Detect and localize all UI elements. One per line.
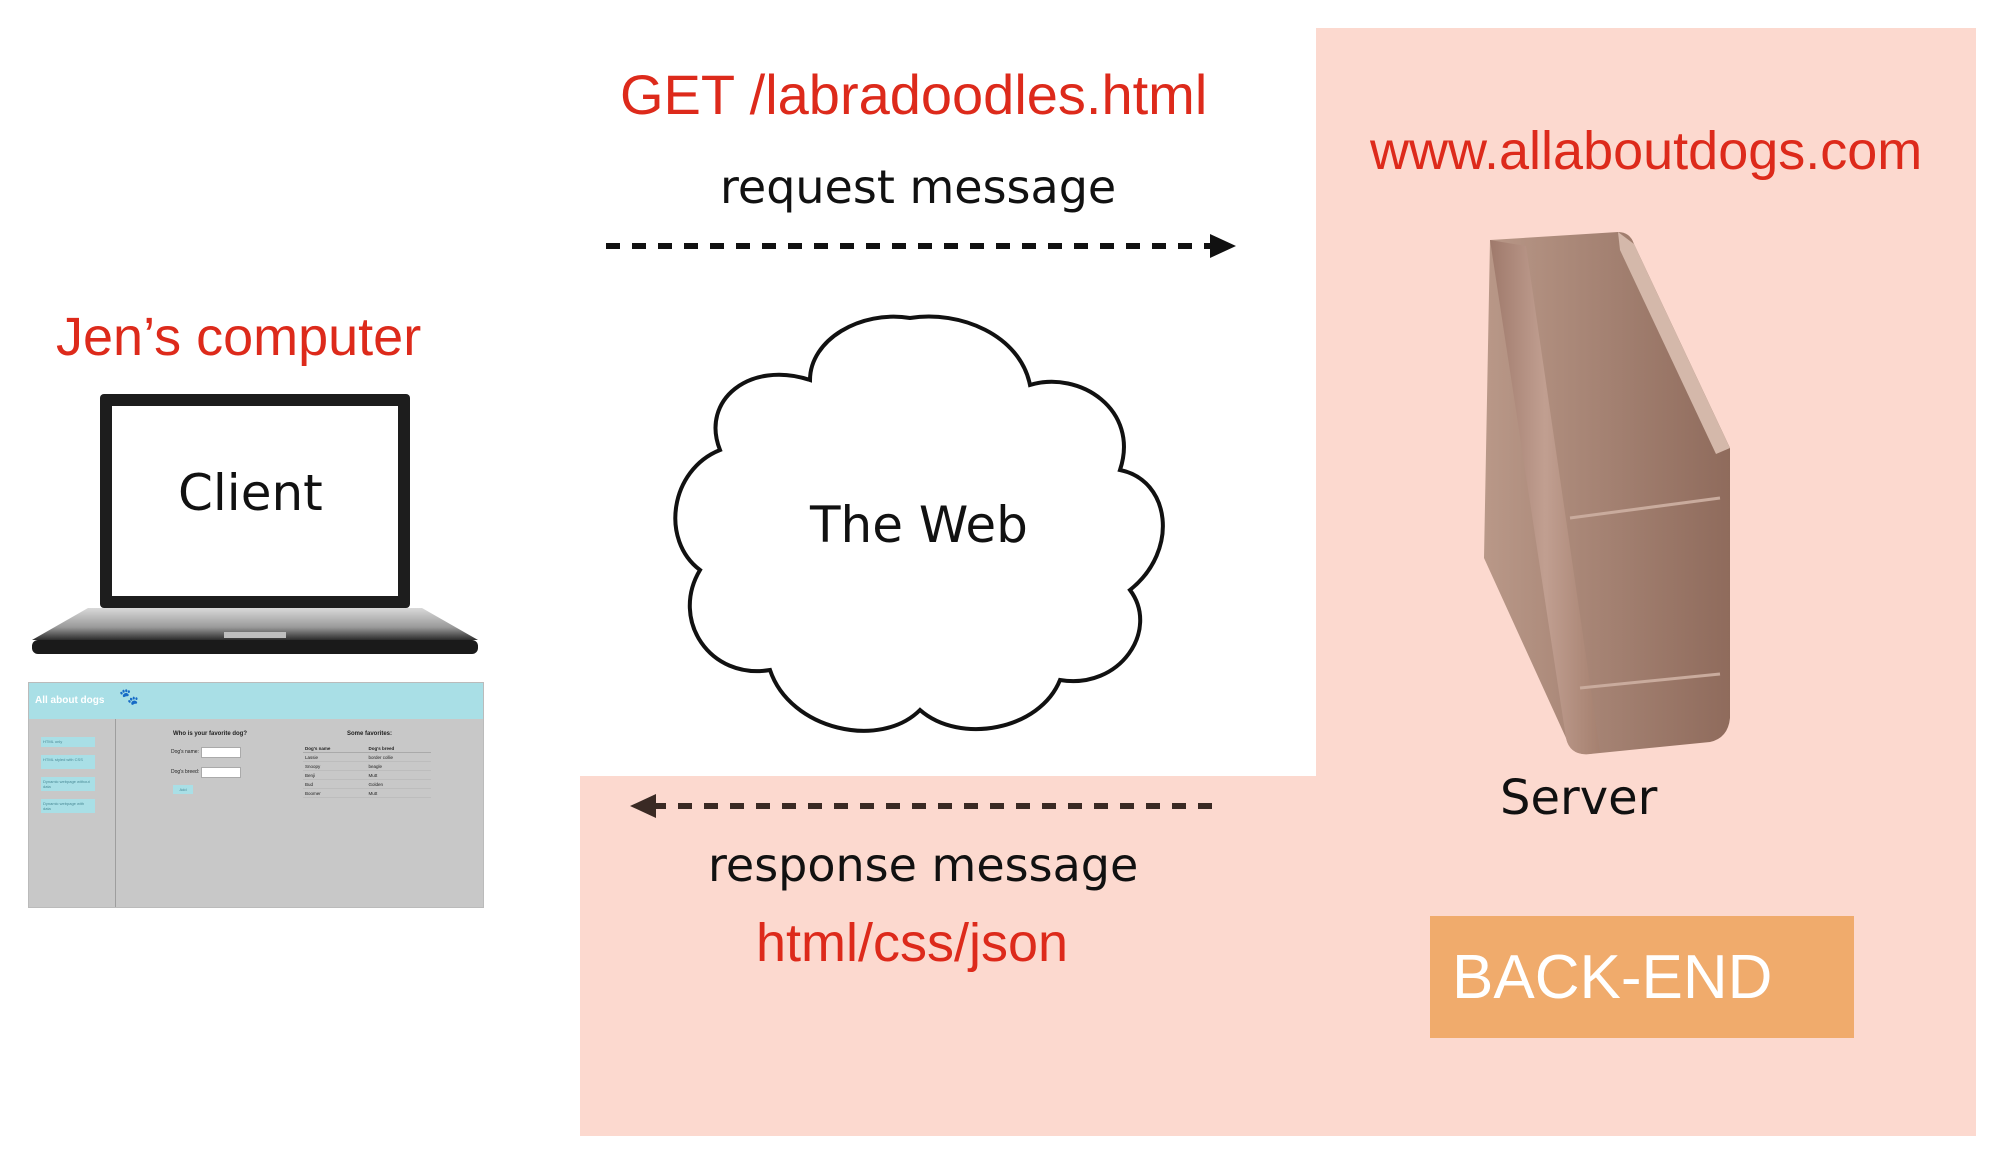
mini-cell: Mutt <box>366 770 431 780</box>
client-label: Client <box>178 464 323 522</box>
mini-nav-item[interactable]: HTML styled with CSS <box>41 755 95 769</box>
request-url: GET /labradoodles.html <box>620 63 1208 126</box>
response-message-label: response message <box>708 838 1139 892</box>
mini-cell: beagle <box>366 761 431 771</box>
mini-name-input[interactable] <box>201 747 241 758</box>
mini-cell: Mutt <box>366 788 431 798</box>
server-icon <box>1484 232 1730 755</box>
mini-add-button[interactable]: Add <box>173 785 193 794</box>
mini-question: Who is your favorite dog? <box>173 731 248 737</box>
response-arrow <box>630 794 1222 818</box>
laptop-icon <box>32 394 478 654</box>
mini-breed-label: Dog's breed: <box>171 769 200 775</box>
client-title: Jen’s computer <box>56 307 422 367</box>
server-domain: www.allaboutdogs.com <box>1370 121 1923 181</box>
mini-nav-item[interactable]: Dynamic webpage without data <box>41 777 95 791</box>
server-label: Server <box>1500 770 1658 826</box>
mini-cell: Snoopy <box>303 761 367 771</box>
web-cloud-icon <box>673 314 1165 733</box>
mini-nav-item[interactable]: Dynamic webpage with data <box>41 799 95 813</box>
paw-prints-icon: 🐾 <box>119 689 139 706</box>
mini-site-title: All about dogs <box>35 695 105 706</box>
mini-breed-input[interactable] <box>201 767 241 778</box>
mini-header: All about dogs 🐾 <box>29 683 483 719</box>
mini-cell: border collie <box>366 752 431 762</box>
mini-col-header: Dog's breed <box>366 745 431 753</box>
mini-cell: Boomer <box>303 788 367 798</box>
mini-cell: Lassie <box>303 752 367 762</box>
response-formats: html/css/json <box>756 913 1069 973</box>
mini-divider <box>115 719 116 907</box>
mini-webpage: All about dogs 🐾 HTML only HTML styled w… <box>28 682 484 908</box>
mini-name-label: Dog's name: <box>171 749 199 755</box>
mini-nav-item[interactable]: HTML only <box>41 737 95 747</box>
mini-cell: Golden <box>366 779 431 789</box>
mini-favorites-title: Some favorites: <box>347 731 393 737</box>
mini-cell: Bud <box>303 779 367 789</box>
mini-cell: Benji <box>303 770 367 780</box>
backend-badge: BACK-END <box>1430 916 1854 1038</box>
request-arrow <box>606 234 1236 258</box>
web-label: The Web <box>810 496 1028 554</box>
mini-col-header: Dog's name <box>303 745 367 753</box>
request-message-label: request message <box>720 160 1117 214</box>
